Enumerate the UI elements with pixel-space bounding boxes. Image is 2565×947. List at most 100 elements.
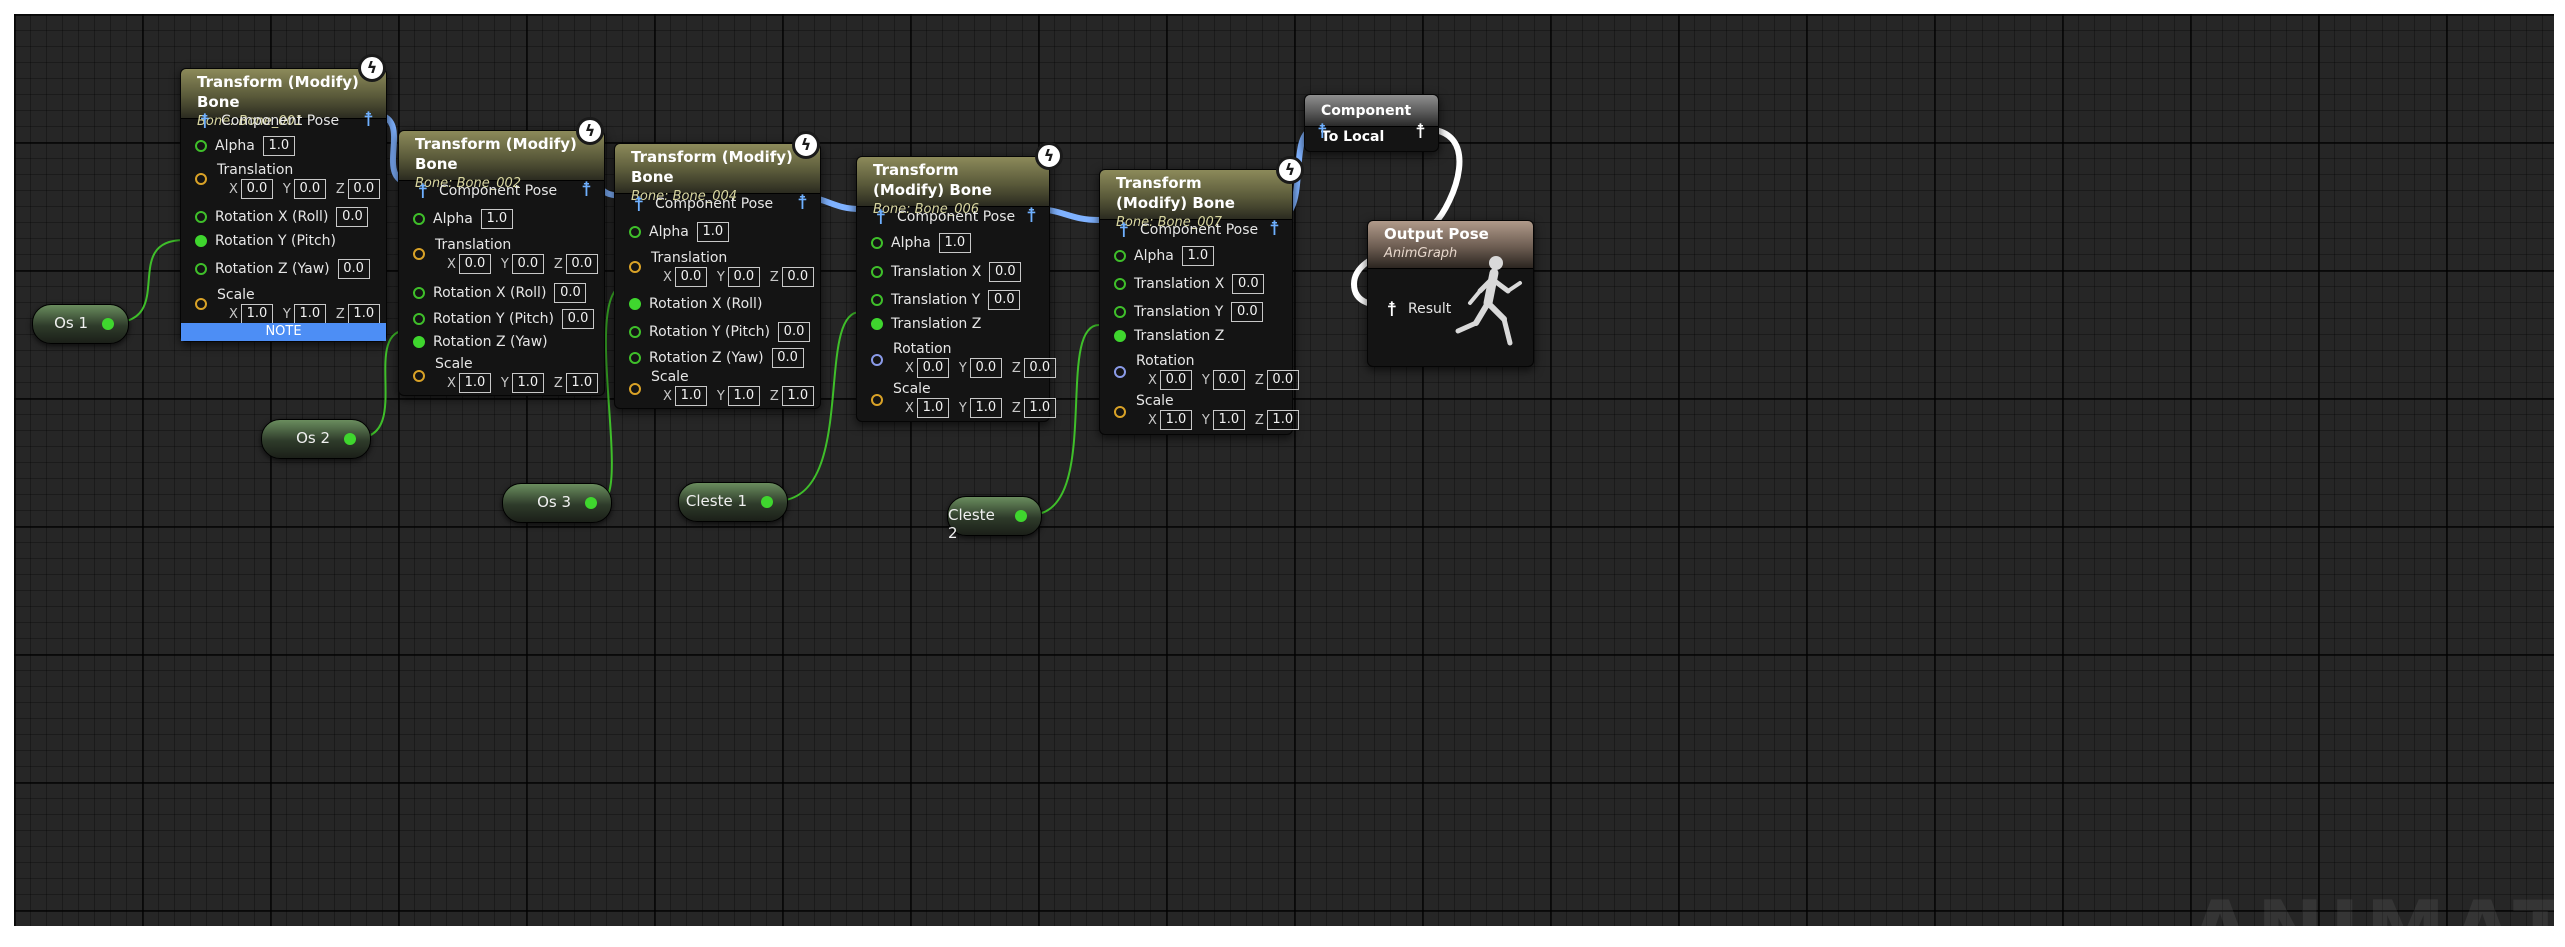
wire-os1[interactable] <box>110 239 185 324</box>
person-icon[interactable]: ☨ <box>1269 216 1280 240</box>
translation-z-value[interactable]: 0.0 <box>565 254 598 274</box>
rotation-x-value[interactable]: 0.0 <box>916 358 949 378</box>
pin-translation[interactable] <box>195 173 215 185</box>
component-to-local-node[interactable]: Component To Local ☨ ☨ <box>1304 94 1439 152</box>
anim-graph-canvas[interactable]: Transform (Modify) Bone Bone: Bone_001 ☨… <box>14 14 2554 926</box>
person-icon[interactable]: ☨ <box>363 107 374 131</box>
translation-y-value[interactable]: 0.0 <box>1231 302 1264 322</box>
pin-component-pose[interactable]: ☨Component Pose <box>871 205 1016 229</box>
translation-x-value[interactable]: 0.0 <box>1232 274 1265 294</box>
rotation-z-value[interactable]: 0.0 <box>337 259 370 279</box>
pin-rotation-x[interactable]: Rotation X (Roll)0.0 <box>195 207 369 227</box>
output-pose-node[interactable]: Output Pose AnimGraph ☨Result <box>1367 220 1534 367</box>
pin-rotation-y[interactable]: Rotation Y (Pitch)0.0 <box>629 322 811 342</box>
pin-scale[interactable] <box>1114 406 1134 418</box>
scale-x-value[interactable]: 1.0 <box>916 398 949 418</box>
node-header[interactable]: Transform (Modify) Bone Bone: Bone_007 <box>1100 170 1292 230</box>
variable-os-3[interactable]: Os 3 <box>502 483 612 523</box>
translation-x-value[interactable]: 0.0 <box>989 262 1022 282</box>
pin-rotation-z[interactable]: Rotation Z (Yaw)0.0 <box>195 259 370 279</box>
alpha-value[interactable]: 1.0 <box>262 136 295 156</box>
pin-translation-z[interactable]: Translation Z <box>871 316 981 332</box>
pin-rotation-x[interactable]: Rotation X (Roll) <box>629 296 762 312</box>
person-icon[interactable]: ☨ <box>797 190 808 214</box>
transform-bone-node-3[interactable]: Transform (Modify) Bone Bone: Bone_004 ☨… <box>614 143 821 409</box>
pin-rotation-z[interactable]: Rotation Z (Yaw) <box>413 334 548 350</box>
pin-scale[interactable] <box>413 370 433 382</box>
node-header[interactable]: Transform (Modify) Bone Bone: Bone_004 <box>615 144 820 204</box>
scale-y-value[interactable]: 1.0 <box>511 373 544 393</box>
node-header[interactable]: Transform (Modify) Bone Bone: Bone_006 <box>857 157 1049 217</box>
person-icon[interactable]: ☨ <box>1026 203 1037 227</box>
translation-z-value[interactable]: 0.0 <box>781 267 814 287</box>
translation-y-value[interactable]: 0.0 <box>511 254 544 274</box>
scale-x-value[interactable]: 1.0 <box>458 373 491 393</box>
transform-bone-node-1[interactable]: Transform (Modify) Bone Bone: Bone_001 ☨… <box>180 68 387 342</box>
float-pin-connected-icon[interactable] <box>344 433 356 445</box>
pin-rotation[interactable] <box>871 354 891 366</box>
float-pin-connected-icon[interactable] <box>1015 510 1027 522</box>
translation-y-value[interactable]: 0.0 <box>727 267 760 287</box>
translation-x-value[interactable]: 0.0 <box>240 179 273 199</box>
node-header[interactable]: Output Pose AnimGraph <box>1368 221 1533 269</box>
variable-os-1[interactable]: Os 1 <box>32 304 129 344</box>
pin-rotation-y[interactable]: Rotation Y (Pitch)0.0 <box>413 309 595 329</box>
rotation-y-value[interactable]: 0.0 <box>1212 370 1245 390</box>
scale-y-value[interactable]: 1.0 <box>1212 410 1245 430</box>
node-header[interactable]: Transform (Modify) Bone Bone: Bone_001 <box>181 69 386 129</box>
rotation-y-value[interactable]: 0.0 <box>778 322 811 342</box>
float-pin-connected-icon[interactable] <box>585 497 597 509</box>
wire-cleste1[interactable] <box>775 311 861 502</box>
translation-x-value[interactable]: 0.0 <box>674 267 707 287</box>
pin-scale[interactable] <box>871 394 891 406</box>
pin-translation-z[interactable]: Translation Z <box>1114 328 1224 344</box>
pin-translation[interactable] <box>629 261 649 273</box>
transform-bone-node-4[interactable]: Transform (Modify) Bone Bone: Bone_006 ☨… <box>856 156 1056 422</box>
rotation-x-value[interactable]: 0.0 <box>336 207 369 227</box>
transform-bone-node-5[interactable]: Transform (Modify) Bone Bone: Bone_007 ☨… <box>1099 169 1299 435</box>
variable-cleste-2[interactable]: Cleste 2 <box>947 496 1042 542</box>
node-header[interactable]: Transform (Modify) Bone Bone: Bone_002 <box>399 131 604 191</box>
float-pin-connected-icon[interactable] <box>102 318 114 330</box>
pin-component-pose[interactable]: ☨Component Pose <box>629 192 774 216</box>
pin-component-pose[interactable]: ☨Component Pose <box>1114 218 1259 242</box>
node-header[interactable]: Component To Local <box>1305 95 1438 145</box>
alpha-value[interactable]: 1.0 <box>1181 246 1214 266</box>
scale-z-value[interactable]: 1.0 <box>565 373 598 393</box>
pin-result[interactable]: ☨Result <box>1382 297 1452 321</box>
alpha-value[interactable]: 1.0 <box>696 222 729 242</box>
pin-rotation[interactable] <box>1114 366 1134 378</box>
pin-rotation-y[interactable]: Rotation Y (Pitch) <box>195 233 336 249</box>
scale-x-value[interactable]: 1.0 <box>1159 410 1192 430</box>
scale-x-value[interactable]: 1.0 <box>674 386 707 406</box>
person-icon[interactable]: ☨ <box>581 177 592 201</box>
scale-z-value[interactable]: 1.0 <box>1023 398 1056 418</box>
wire-cleste2[interactable] <box>1029 324 1100 516</box>
pin-rotation-z[interactable]: Rotation Z (Yaw)0.0 <box>629 348 804 368</box>
scale-z-value[interactable]: 1.0 <box>1266 410 1299 430</box>
pin-component-pose[interactable]: ☨Component Pose <box>413 179 558 203</box>
translation-y-value[interactable]: 0.0 <box>293 179 326 199</box>
alpha-value[interactable]: 1.0 <box>480 209 513 229</box>
transform-bone-node-2[interactable]: Transform (Modify) Bone Bone: Bone_002 ☨… <box>398 130 605 396</box>
scale-y-value[interactable]: 1.0 <box>969 398 1002 418</box>
rotation-x-value[interactable]: 0.0 <box>1159 370 1192 390</box>
scale-x-value[interactable]: 1.0 <box>240 304 273 324</box>
variable-cleste-1[interactable]: Cleste 1 <box>678 482 788 522</box>
scale-z-value[interactable]: 1.0 <box>347 304 380 324</box>
note-bar[interactable]: NOTE <box>181 323 386 341</box>
scale-y-value[interactable]: 1.0 <box>727 386 760 406</box>
translation-z-value[interactable]: 0.0 <box>347 179 380 199</box>
variable-os-2[interactable]: Os 2 <box>261 419 371 459</box>
pin-scale[interactable] <box>195 298 215 310</box>
rotation-z-value[interactable]: 0.0 <box>771 348 804 368</box>
person-icon[interactable]: ☨ <box>1415 119 1426 143</box>
translation-y-value[interactable]: 0.0 <box>988 290 1021 310</box>
rotation-z-value[interactable]: 0.0 <box>1023 358 1056 378</box>
